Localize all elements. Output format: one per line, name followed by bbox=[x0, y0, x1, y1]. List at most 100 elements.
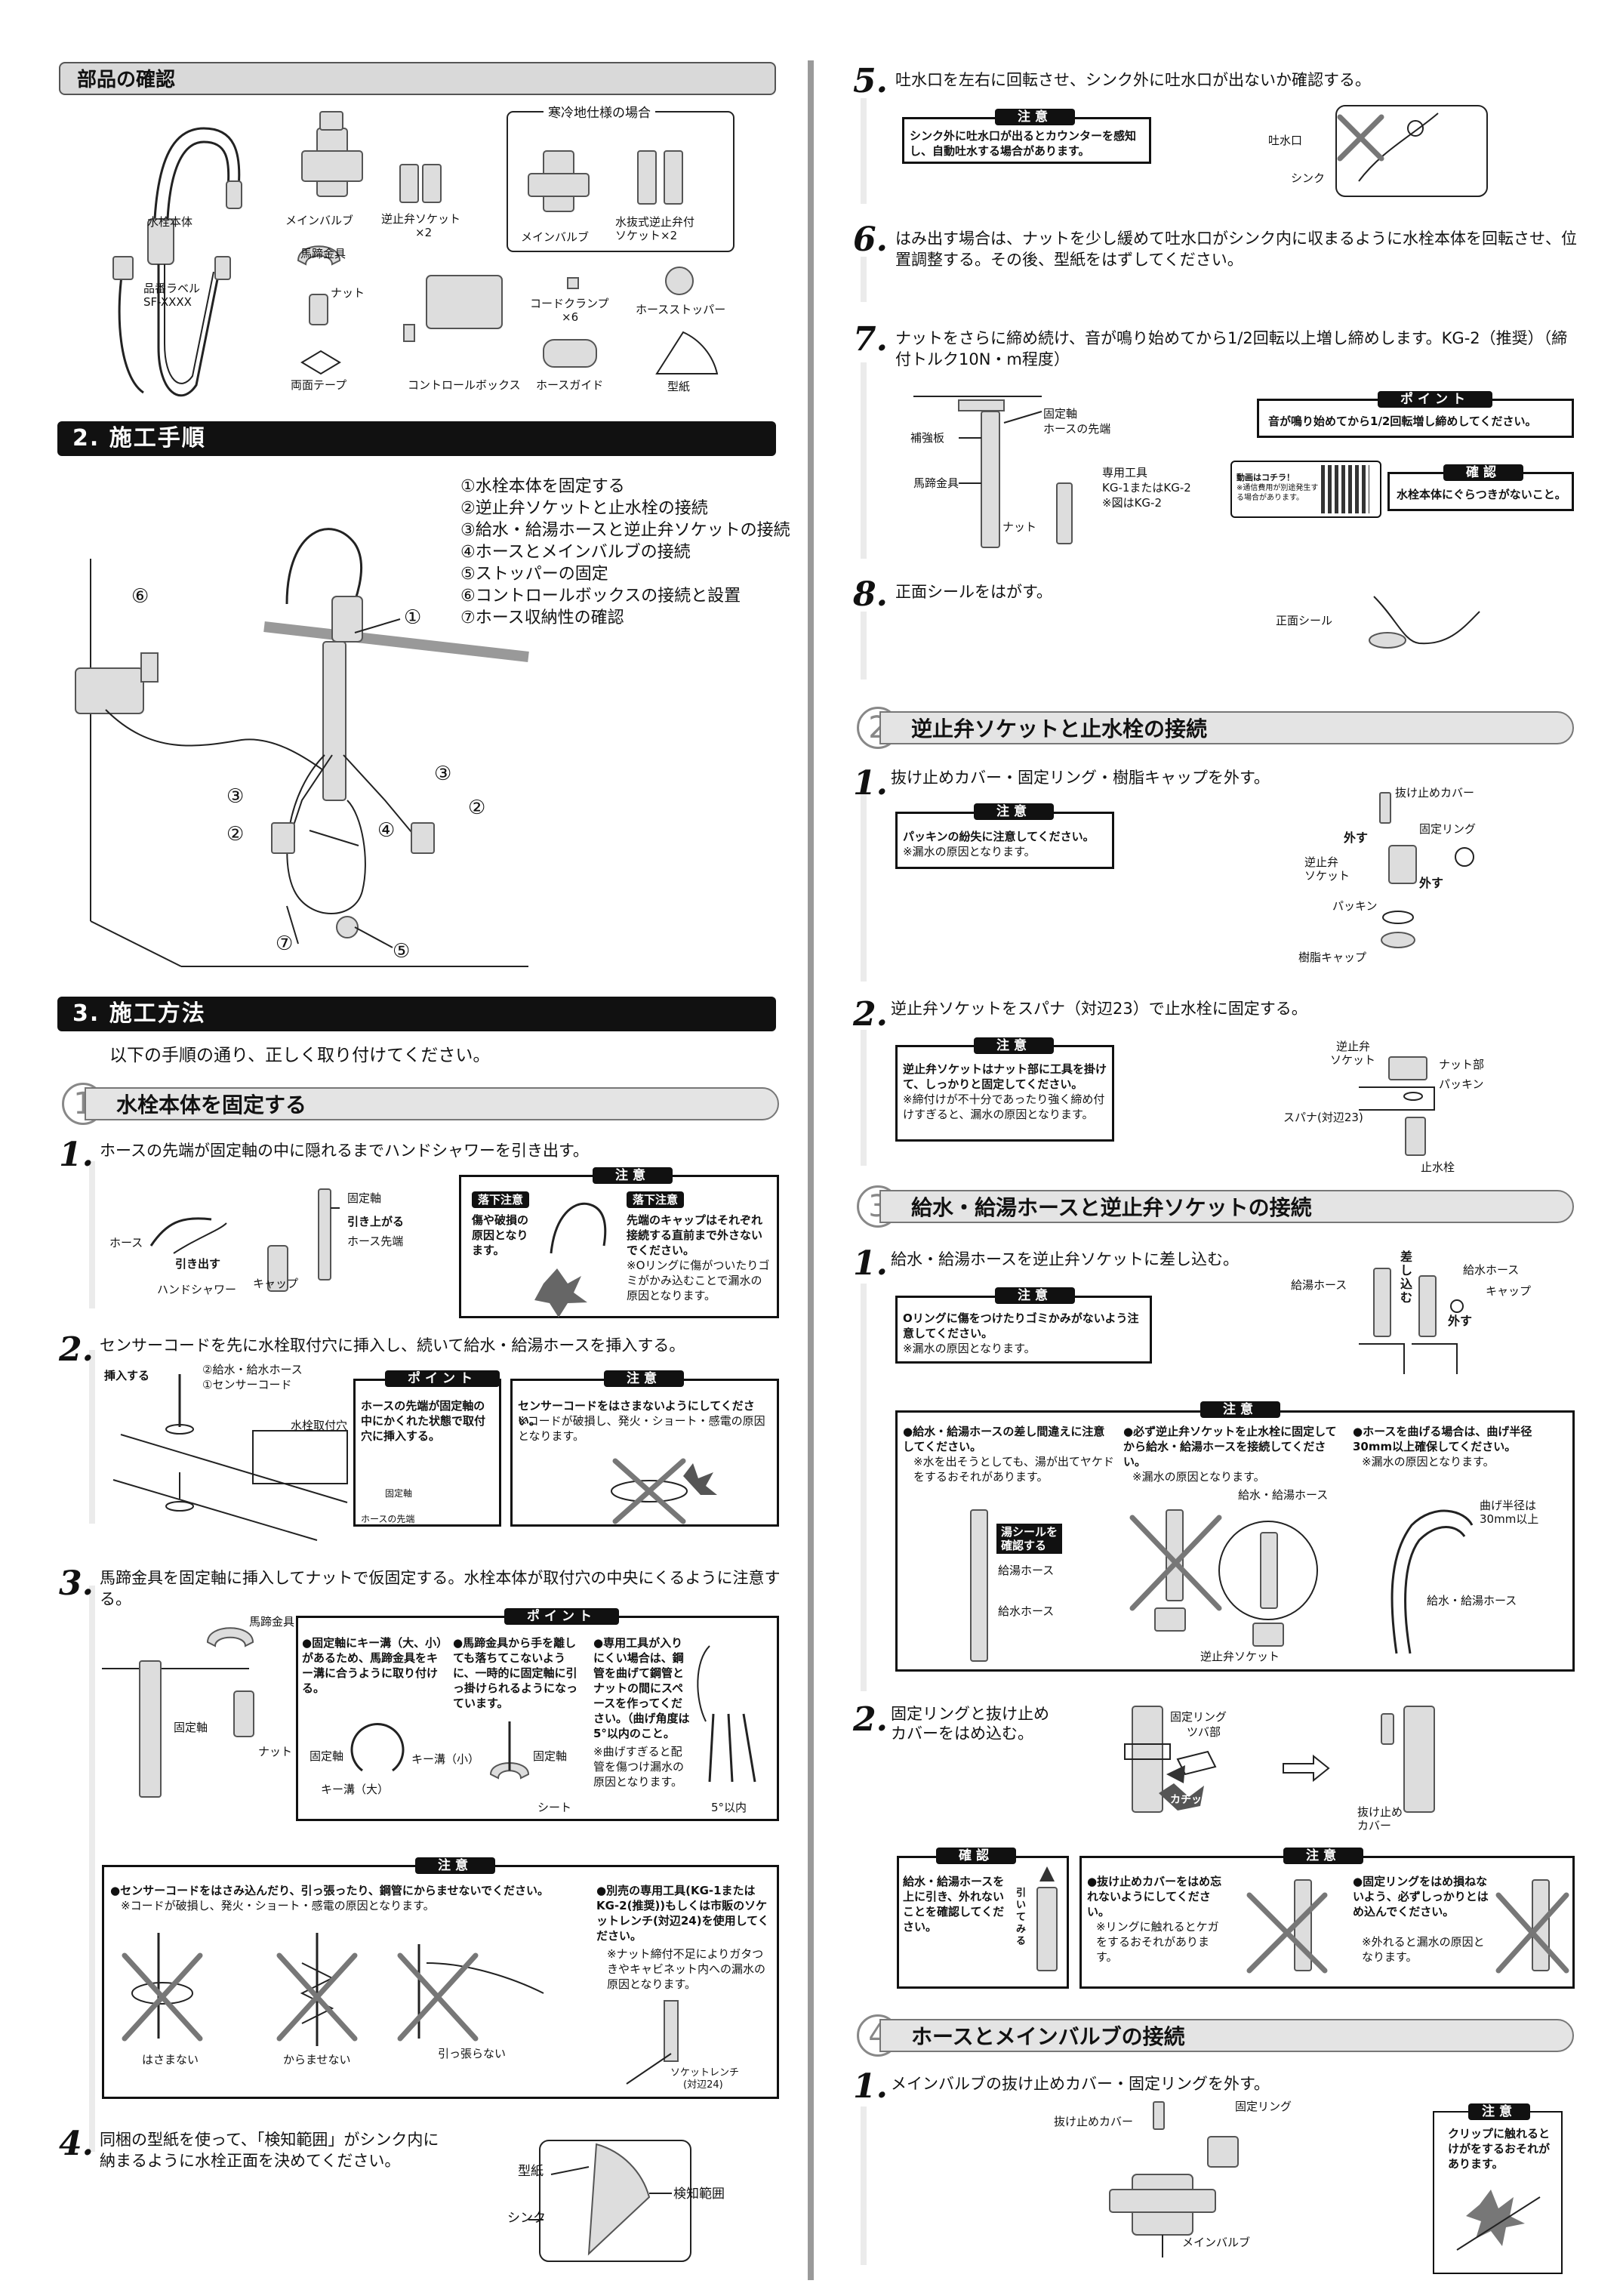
step-text: センサーコードを先に水栓取付穴に挿入し、続いて給水・給湯ホースを挿入する。 bbox=[100, 1336, 685, 1354]
procedure-callout: ③ bbox=[434, 763, 452, 785]
caution-tag: 注意 bbox=[995, 1287, 1075, 1304]
confirm-tag: 確認 bbox=[936, 1848, 1016, 1864]
step-number: 5. bbox=[853, 62, 888, 100]
label-cold-hose: 給水ホース bbox=[1463, 1263, 1520, 1277]
label-hot-hose: 給湯ホース bbox=[1291, 1278, 1347, 1292]
sec1-header: 1 水栓本体を固定する bbox=[62, 1083, 779, 1125]
label-hand-shower: ハンドシャワー bbox=[157, 1283, 237, 1296]
point-tag: ポイント bbox=[504, 1608, 619, 1625]
label-no-pinch: はさまない bbox=[142, 2053, 199, 2066]
label-tool: 専用工具 bbox=[1102, 466, 1148, 479]
label-pull-test: 引いてみる bbox=[1016, 1888, 1027, 1947]
label-sink: シンク bbox=[1291, 171, 1326, 185]
step1-1-illustration bbox=[149, 1188, 340, 1292]
step2-1-illustration bbox=[1379, 792, 1474, 948]
label-hose-pair: 給水・給湯ホース bbox=[1427, 1594, 1517, 1607]
caution-icons bbox=[122, 1933, 679, 2085]
step1-4-illustration bbox=[528, 2140, 691, 2262]
step-number: 2. bbox=[59, 1330, 94, 1369]
label-cover: 抜け止めカバー bbox=[1395, 786, 1475, 800]
qr-code-icon[interactable] bbox=[1321, 465, 1369, 513]
label-cover: 抜け止め bbox=[1357, 1805, 1403, 1819]
caution-text: パッキンの紛失に注意してください。 bbox=[903, 830, 1095, 843]
sec2-title: 逆止弁ソケットと止水栓の接続 bbox=[879, 711, 1574, 744]
procedure-callout: ⑤ bbox=[393, 940, 411, 963]
fall-caution-tag: 落下注意 bbox=[472, 1191, 530, 1208]
caution-tag: 注意 bbox=[995, 109, 1075, 125]
parts-illustration bbox=[112, 111, 735, 397]
procedure-list: ①水栓本体を固定する ②逆止弁ソケットと止水栓の接続 ③給水・給湯ホースと逆止弁… bbox=[460, 476, 790, 629]
caution-note: ※漏水の原因となります。 bbox=[903, 1342, 1036, 1355]
point-item: ●固定軸にキー溝（大、小）があるため、馬蹄金具をキー溝に合うように取り付ける。 bbox=[302, 1636, 442, 1695]
label-no-tangle: からませない bbox=[283, 2053, 351, 2066]
step-text: 抜け止めカバー・固定リング・樹脂キャップを外す。 bbox=[891, 769, 1270, 787]
procedure-callout: ③ bbox=[226, 785, 245, 808]
caution-text: ●固定リングをはめ損ねないよう、必ずしっかりとはめ込んでください。 bbox=[1353, 1875, 1489, 1918]
cold-main-valve: メインバルブ bbox=[521, 230, 590, 244]
video-note: ※通信費用が別途発生する場合があります。 bbox=[1236, 484, 1319, 502]
label-key-small: キー溝（小） bbox=[411, 1752, 480, 1766]
confirm-text: 水栓本体にぐらつきがないこと。 bbox=[1397, 488, 1566, 501]
column-divider bbox=[808, 60, 814, 2280]
sec4-header: 4 ホースとメインバルブの接続 bbox=[857, 2014, 1574, 2057]
label-pull-up: 引き上がる bbox=[347, 1215, 405, 1228]
point-box bbox=[353, 1379, 501, 1527]
label-packing: パッキン bbox=[1332, 899, 1378, 913]
caution-text: クリップに触れるとけがをするおそれがあります。 bbox=[1448, 2127, 1551, 2171]
caution-box bbox=[895, 1296, 1152, 1364]
label-ring: 固定リング bbox=[1235, 2100, 1292, 2113]
step3-2-illustration bbox=[1124, 1706, 1435, 1813]
fall-caution-note: ※Oリングに傷がついたりゴミがかみ込むことで漏水の原因となります。 bbox=[627, 1259, 770, 1302]
label-bend-radius-value: 30mm以上 bbox=[1480, 1512, 1539, 1526]
procedure-item: ②逆止弁ソケットと止水栓の接続 bbox=[460, 499, 708, 518]
part-hose-guide: ホースガイド bbox=[536, 378, 604, 392]
procedure-item: ⑤ストッパーの固定 bbox=[460, 565, 608, 584]
step-text: メインバルブの抜け止めカバー・固定リングを外す。 bbox=[891, 2075, 1270, 2093]
label-tool-note: ※図はKG-2 bbox=[1102, 496, 1162, 510]
label-mount-hole: 水栓取付穴 bbox=[291, 1419, 348, 1432]
procedure-illustration bbox=[75, 528, 529, 967]
part-check-valve: 逆止弁ソケット bbox=[381, 212, 461, 226]
fall-caution-text: 先端のキャップはそれぞれ接続する直前まで外さないでください。 bbox=[627, 1213, 763, 1257]
label-remove: 外す bbox=[1419, 876, 1444, 890]
label-hose: ホース bbox=[109, 1236, 143, 1250]
label-packing: パッキン bbox=[1439, 1077, 1484, 1091]
caution-note: ※水を出そうとしても、湯が出てヤケドをするおそれがあります。 bbox=[913, 1455, 1114, 1484]
label-remove: 外す bbox=[1448, 1314, 1473, 1328]
label-ring: 固定リング bbox=[1419, 822, 1477, 836]
label-click: カチッ bbox=[1170, 1794, 1202, 1806]
point-tag: ポイント bbox=[385, 1370, 500, 1387]
label-shaft: 固定軸 bbox=[385, 1488, 413, 1499]
label-fixed-shaft: 固定軸 bbox=[174, 1721, 208, 1734]
label-hose-tip: ホース先端 bbox=[347, 1234, 404, 1248]
step-number: 1. bbox=[853, 2067, 888, 2106]
part-double-tape: 両面テープ bbox=[291, 378, 347, 392]
label-tool-models: KG-1またはKG-2 bbox=[1102, 481, 1191, 495]
label-spanner: スパナ(対辺23) bbox=[1283, 1111, 1363, 1124]
label-hose-pair: 給水・給湯ホース bbox=[1238, 1488, 1329, 1502]
no-pinch-icon bbox=[611, 1458, 717, 1524]
step-text: カバーをはめ込む。 bbox=[891, 1724, 1033, 1743]
step1-3-illustration bbox=[102, 1627, 254, 1798]
procedure-callout: ② bbox=[226, 823, 245, 846]
step-text: 固定リングと抜け止め bbox=[891, 1705, 1049, 1723]
label-front-seal: 正面シール bbox=[1276, 614, 1333, 627]
step3-1-illustration bbox=[1359, 1268, 1464, 1374]
sec1-title: 水栓本体を固定する bbox=[85, 1087, 779, 1120]
caution-note: ※漏水の原因となります。 bbox=[903, 845, 1036, 858]
point-illustrations bbox=[350, 1645, 756, 1783]
caution-note: ※リングに触れるとケガをするおそれがあります。 bbox=[1096, 1920, 1219, 1964]
caution-text: Oリングに傷をつけたりゴミかみがないよう注意してください。 bbox=[903, 1311, 1139, 1340]
point-box bbox=[296, 1616, 779, 1821]
caution-box bbox=[895, 1045, 1114, 1142]
procedure-item: ④ホースとメインバルブの接続 bbox=[460, 543, 691, 562]
point-item: ●馬蹄金具から手を離しても落ちてこないように、一時的に固定軸に引っ掛けられるよう… bbox=[453, 1636, 578, 1710]
fall-caution-text: 傷や破損の原因となります。 bbox=[472, 1213, 529, 1257]
step-number: 3. bbox=[59, 1564, 94, 1603]
caution-tag: 注意 bbox=[1283, 1848, 1363, 1864]
caution-text: ●センサーコードをはさみ込んだり、引っ張ったり、鋼管にからませないでください。 bbox=[110, 1884, 549, 1897]
label-shaft: 固定軸 bbox=[533, 1749, 568, 1763]
caution-text: ●必ず逆止弁ソケットを止水栓に固定してから給水・給湯ホースを接続してください。 bbox=[1123, 1425, 1337, 1469]
step-number: 2. bbox=[853, 995, 888, 1034]
hot-seal-badge: 湯シールを 確認する bbox=[996, 1524, 1063, 1554]
